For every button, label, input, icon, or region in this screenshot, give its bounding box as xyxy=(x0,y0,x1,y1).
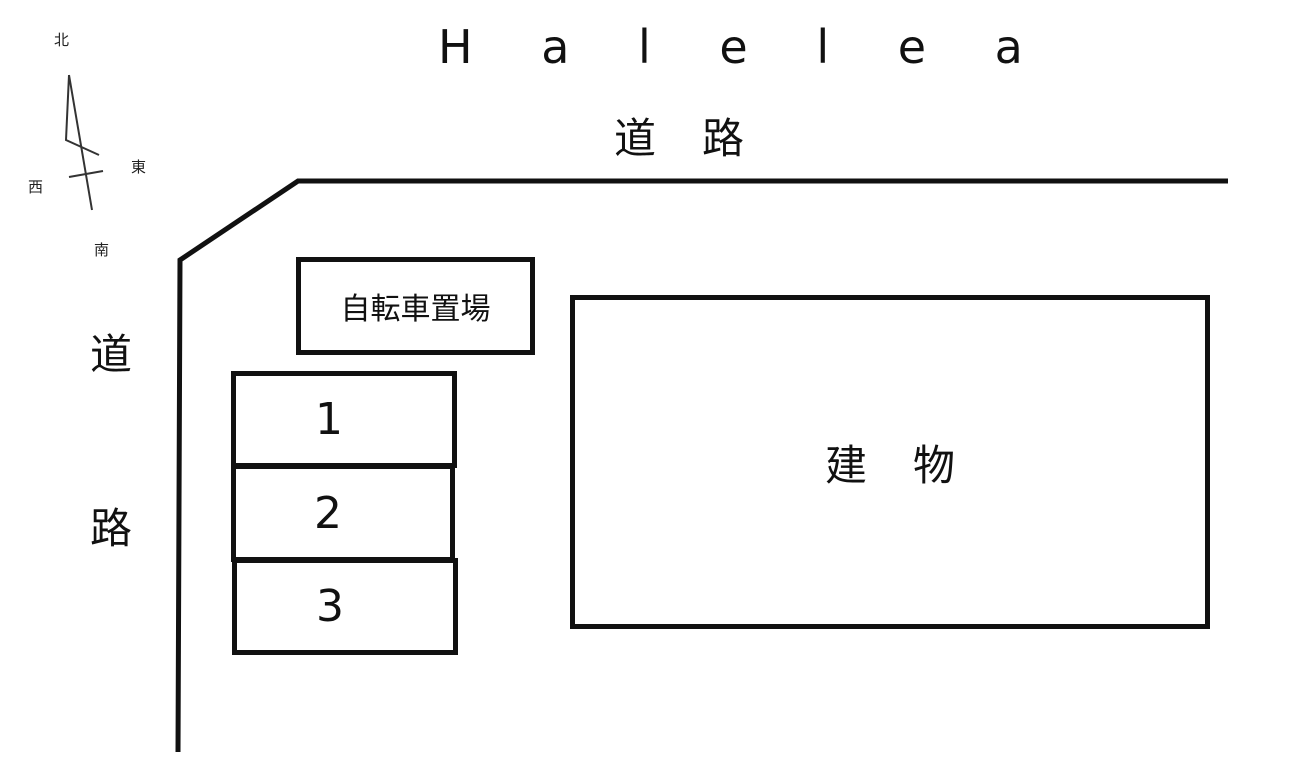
road-label-west-2: 路 xyxy=(90,504,133,553)
parking-space-number: 2 xyxy=(314,487,342,539)
compass-south-label: 南 xyxy=(94,241,110,259)
compass-north-label: 北 xyxy=(54,31,70,49)
parking-space-number: 3 xyxy=(316,581,344,632)
compass-icon xyxy=(64,74,104,211)
parking-space-3: 3 xyxy=(232,558,458,655)
bicycle-parking-area: 自転車置場 xyxy=(296,257,535,355)
bicycle-parking-label: 自転車置場 xyxy=(340,292,491,327)
property-name: H a l e l e a xyxy=(438,20,1050,74)
compass-east-label: 東 xyxy=(131,158,147,176)
building-area: 建物 xyxy=(570,295,1210,629)
road-label-west-1: 道 xyxy=(90,330,133,379)
road-boundary-line xyxy=(175,178,1228,753)
parking-space-2: 2 xyxy=(231,464,455,562)
building-label: 建物 xyxy=(824,440,1001,490)
compass-west-label: 西 xyxy=(28,178,44,196)
road-label-north: 道路 xyxy=(614,114,791,163)
parking-space-1: 1 xyxy=(231,371,457,468)
parking-space-number: 1 xyxy=(315,394,343,445)
